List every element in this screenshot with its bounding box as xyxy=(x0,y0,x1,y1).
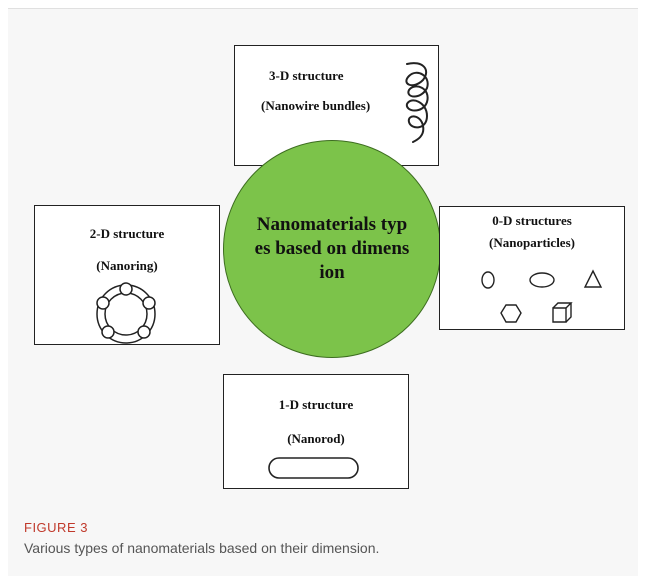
box-0d-title: 0-D structures xyxy=(492,213,572,228)
nanoring-icon xyxy=(96,282,156,344)
box-1d-structure: 1-D structure (Nanorod) xyxy=(223,374,409,489)
nanoparticle-circle-icon xyxy=(481,271,495,289)
nanorod-icon xyxy=(268,457,359,479)
box-0d-structure: 0-D structures (Nanoparticles) xyxy=(439,206,625,330)
box-1d-title: 1-D structure xyxy=(278,397,354,412)
nanowire-bundle-icon xyxy=(405,62,429,143)
box-2d-structure: 2-D structure (Nanoring) xyxy=(34,205,220,345)
nanoparticle-hexagon-icon xyxy=(500,304,522,323)
center-circle-label: Nanomaterials types based on dimension xyxy=(254,214,410,283)
figure-diagram: 3-D structure (Nanowire bundles) 2-D str… xyxy=(34,45,625,489)
figure-caption: Various types of nanomaterials based on … xyxy=(24,540,380,556)
nanoparticle-cube-icon xyxy=(552,302,573,323)
box-3d-subtitle: (Nanowire bundles) xyxy=(261,98,371,113)
box-0d-subtitle: (Nanoparticles) xyxy=(489,235,575,250)
nanoparticle-triangle-icon xyxy=(583,269,603,288)
box-2d-subtitle: (Nanoring) xyxy=(96,258,158,273)
figure-label: FIGURE 3 xyxy=(24,520,88,535)
box-2d-title: 2-D structure xyxy=(89,226,165,241)
box-1d-subtitle: (Nanorod) xyxy=(287,431,345,446)
nanoparticle-ellipse-icon xyxy=(529,272,555,288)
box-3d-title: 3-D structure xyxy=(269,68,344,83)
center-circle: Nanomaterials types based on dimension xyxy=(223,140,441,358)
